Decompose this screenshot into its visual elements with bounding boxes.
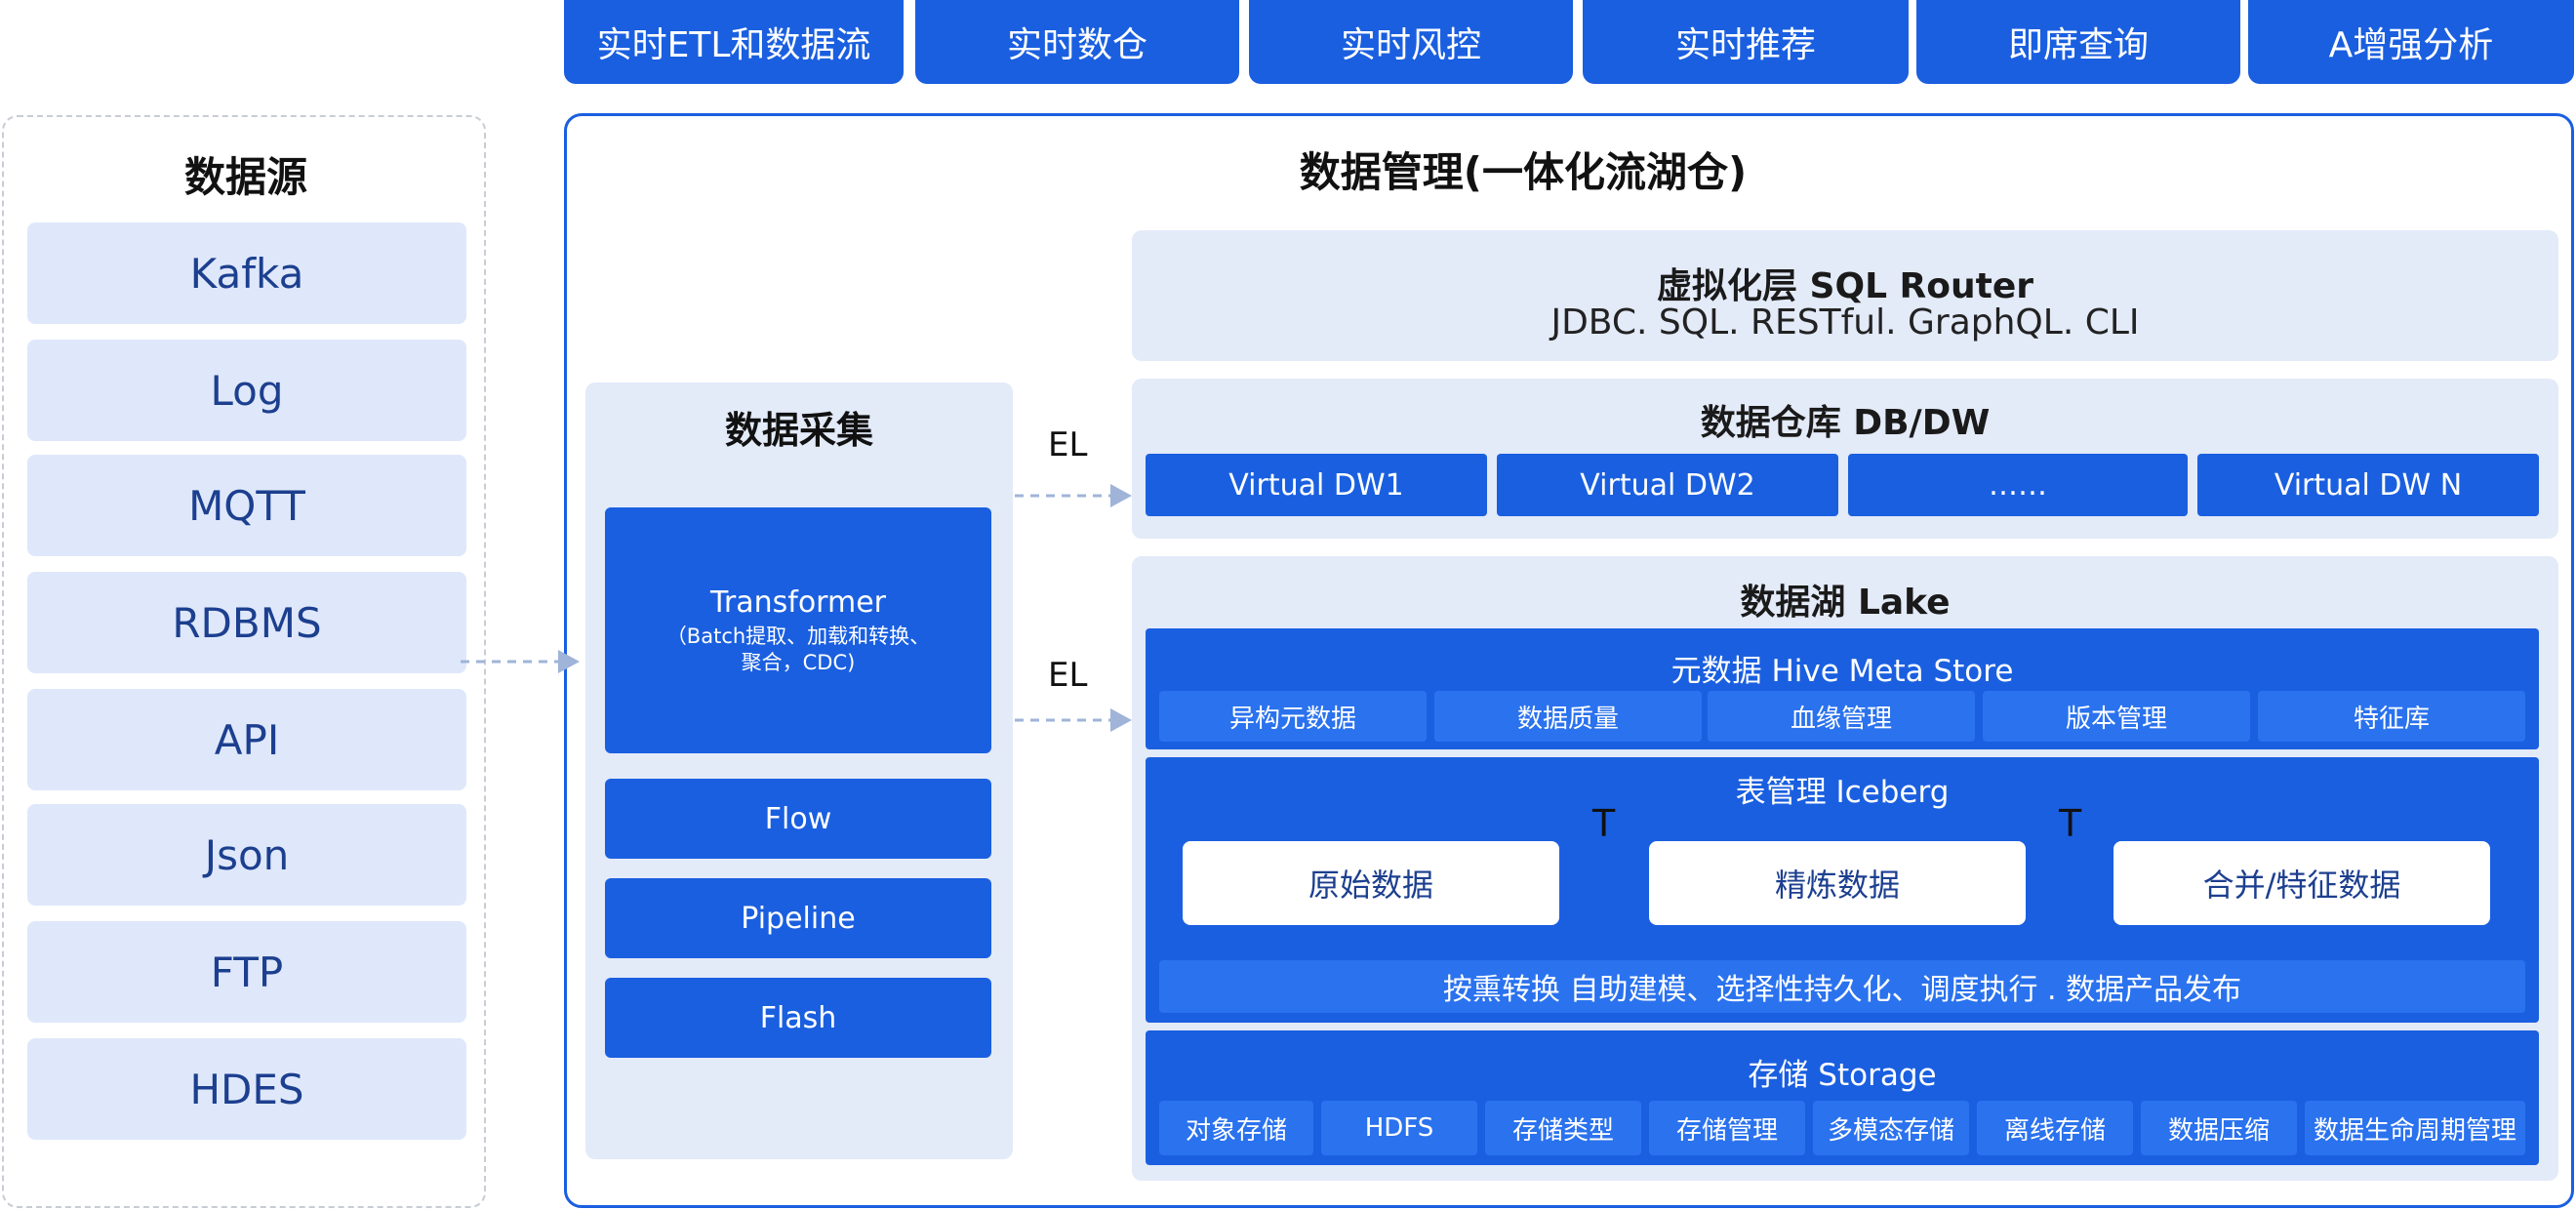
warehouse-title: 数据仓库 DB/DW <box>1700 403 1991 443</box>
storage-chip-object: 对象存储 <box>1159 1101 1313 1155</box>
data-management-panel: 数据管理(一体化流湖仓) <box>564 113 2574 1208</box>
transformer-title: Transformer <box>709 585 886 620</box>
transform-label-2: T <box>2059 802 2082 845</box>
meta-chip-version: 版本管理 <box>1983 691 2250 742</box>
tab-realtime-recommend: 实时推荐 <box>1583 0 1909 84</box>
virtual-dw-2: Virtual DW2 <box>1497 454 1838 516</box>
arrowhead-warehouse <box>1110 484 1132 507</box>
meta-store-title: 元数据 Hive Meta Store <box>1670 654 2014 689</box>
virtual-layer-subtitle: JDBC. SQL. RESTful. GraphQL. CLI <box>1550 302 2140 343</box>
data-management-title: 数据管理(一体化流湖仓) <box>1299 148 1748 196</box>
virtual-layer-title: 虚拟化层 SQL Router <box>1657 266 2033 306</box>
flash-block: Flash <box>605 978 991 1058</box>
transformer-desc-line1: （Batch提取、加载和转换、 <box>665 624 931 648</box>
el-label-top: EL <box>1048 425 1088 464</box>
source-item-log: Log <box>27 340 466 441</box>
data-source-panel: 数据源 Kafka Log MQTT RDBMS API Json FTP HD… <box>2 115 486 1208</box>
meta-chip-heterogeneous: 异构元数据 <box>1159 691 1427 742</box>
transform-label-1: T <box>1592 802 1616 845</box>
virtual-dw-ellipsis: …… <box>1848 454 2188 516</box>
tab-adhoc-query: 即席查询 <box>1916 0 2240 84</box>
source-item-json: Json <box>27 804 466 906</box>
transformer-block: Transformer （Batch提取、加载和转换、 聚合，CDC) <box>605 507 991 753</box>
source-item-kafka: Kafka <box>27 222 466 324</box>
tab-realtime-risk: 实时风控 <box>1249 0 1573 84</box>
data-collection-panel: 数据采集 Transformer （Batch提取、加载和转换、 聚合，CDC)… <box>585 383 1013 1159</box>
pipeline-block: Pipeline <box>605 878 991 958</box>
virtual-dw-1: Virtual DW1 <box>1146 454 1487 516</box>
meta-chip-feature: 特征库 <box>2258 691 2525 742</box>
data-collection-title: 数据采集 <box>724 409 873 452</box>
storage-chip-hdfs: HDFS <box>1321 1101 1477 1155</box>
storage-chip-management: 存储管理 <box>1649 1101 1805 1155</box>
lake-title: 数据湖 Lake <box>1740 583 1951 623</box>
iceberg-title: 表管理 Iceberg <box>1735 775 1950 810</box>
storage-chip-compression: 数据压缩 <box>2141 1101 2297 1155</box>
tab-ai-analysis: A增强分析 <box>2248 0 2574 84</box>
storage-chip-type: 存储类型 <box>1485 1101 1641 1155</box>
source-item-ftp: FTP <box>27 921 466 1023</box>
arrowhead-source <box>558 650 580 673</box>
storage-chip-offline: 离线存储 <box>1977 1101 2133 1155</box>
storage-chip-lifecycle: 数据生命周期管理 <box>2305 1101 2525 1155</box>
virtual-layer-band: 虚拟化层 SQL Router JDBC. SQL. RESTful. Grap… <box>1132 230 2558 361</box>
source-item-api: API <box>27 689 466 790</box>
stage-merged-feature-data: 合并/特征数据 <box>2113 841 2490 925</box>
transformer-desc-line2: 聚合，CDC) <box>741 650 856 674</box>
source-item-rdbms: RDBMS <box>27 572 466 673</box>
stage-refined-data: 精炼数据 <box>1649 841 2026 925</box>
source-item-hdes: HDES <box>27 1038 466 1140</box>
arrowhead-lake <box>1110 708 1132 732</box>
stage-raw-data: 原始数据 <box>1183 841 1559 925</box>
el-label-bottom: EL <box>1048 656 1088 695</box>
tab-realtime-dw: 实时数仓 <box>915 0 1239 84</box>
virtual-dw-n: Virtual DW N <box>2197 454 2539 516</box>
meta-chip-quality: 数据质量 <box>1434 691 1702 742</box>
storage-chip-multimodal: 多模态存储 <box>1813 1101 1969 1155</box>
flow-block: Flow <box>605 779 991 859</box>
meta-chip-lineage: 血缘管理 <box>1708 691 1975 742</box>
tab-realtime-etl: 实时ETL和数据流 <box>564 0 904 84</box>
storage-title: 存储 Storage <box>1748 1058 1937 1093</box>
source-item-mqtt: MQTT <box>27 455 466 556</box>
data-source-title: 数据源 <box>183 153 307 201</box>
iceberg-note: 按熏转换 自助建模、选择性持久化、调度执行 . 数据产品发布 <box>1159 960 2525 1013</box>
